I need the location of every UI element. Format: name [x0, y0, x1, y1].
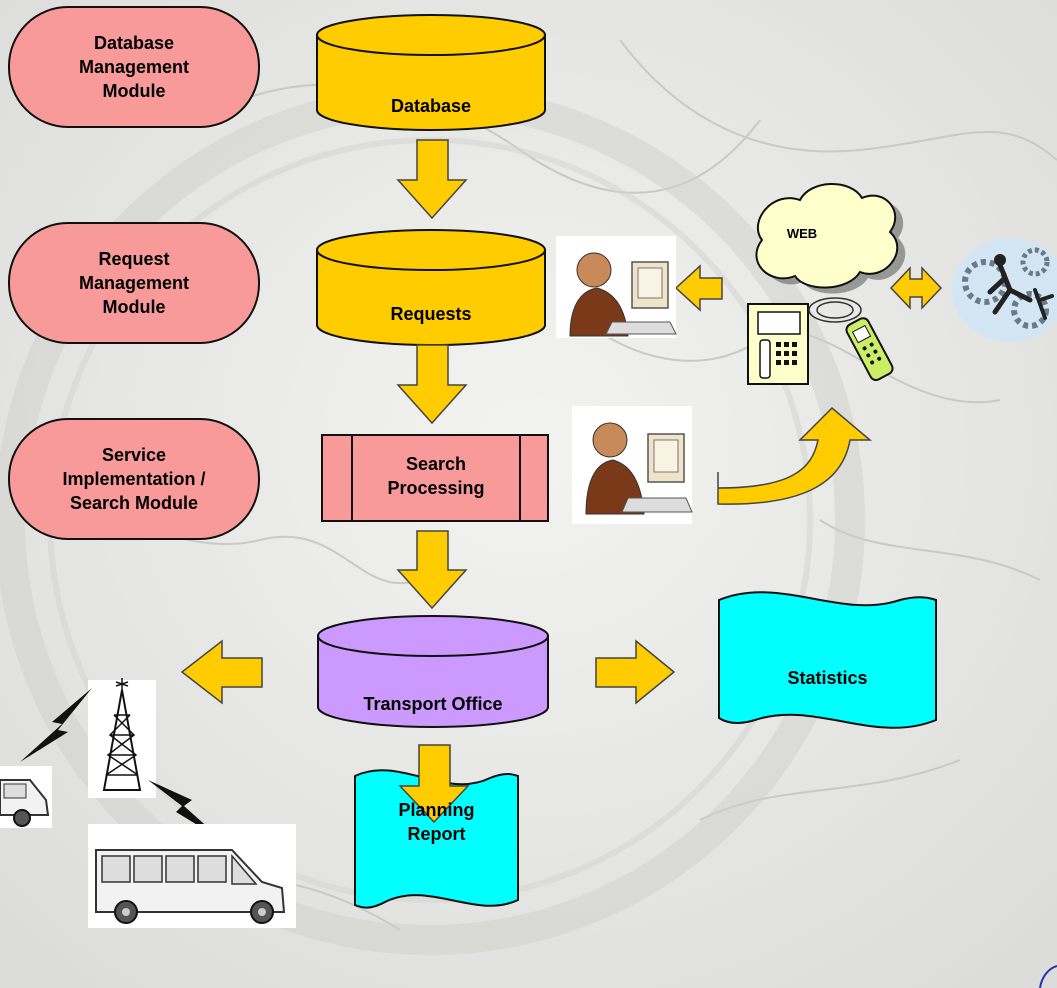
arrow-search-to-transport — [396, 530, 468, 610]
module-label: Request Management Module — [78, 249, 190, 317]
minibus-icon — [88, 824, 296, 928]
arrow-web-business — [889, 266, 943, 310]
telephone-icon — [747, 303, 809, 385]
arrow-database-to-requests — [396, 139, 468, 220]
arrow-web-to-operator — [674, 264, 723, 312]
operator-icon — [556, 236, 677, 338]
corner-mark — [1039, 965, 1057, 988]
search-processing-label: Search Processing — [387, 454, 485, 498]
minibus-icon — [0, 766, 52, 828]
requests-label: Requests — [390, 304, 472, 324]
statistics-document — [718, 591, 937, 729]
request-management-module: Request Management Module — [8, 222, 260, 344]
arrow-transport-to-planning — [398, 744, 470, 824]
planning-report-label: Planning Report — [398, 800, 475, 844]
search-processing-box — [321, 434, 549, 522]
arrow-transport-to-fleet — [180, 639, 263, 705]
search-module: Service Implementation / Search Module — [8, 418, 260, 540]
database-management-module: Database Management Module — [8, 6, 260, 128]
operator-icon — [572, 406, 693, 524]
statistics-label: Statistics — [787, 668, 868, 688]
transport-office-label: Transport Office — [363, 694, 503, 714]
database-label: Database — [390, 96, 472, 116]
arrow-operator-to-phone — [717, 406, 873, 505]
lightning-bolt-icon — [20, 688, 92, 762]
web-cloud-label: WEB — [786, 226, 818, 241]
arrow-transport-to-statistics — [595, 639, 676, 705]
requests-cylinder — [316, 229, 546, 346]
module-label: Service Implementation / Search Module — [62, 445, 206, 513]
radio-tower-icon — [88, 678, 156, 798]
database-cylinder — [316, 14, 546, 131]
signal-waves — [808, 297, 862, 323]
arrow-requests-to-search — [396, 344, 468, 425]
business-gears-icon — [952, 238, 1057, 342]
mobile-phone-icon — [845, 317, 894, 382]
transport-office-cylinder — [317, 615, 549, 728]
module-label: Database Management Module — [78, 33, 190, 101]
web-cloud-icon — [755, 183, 906, 294]
